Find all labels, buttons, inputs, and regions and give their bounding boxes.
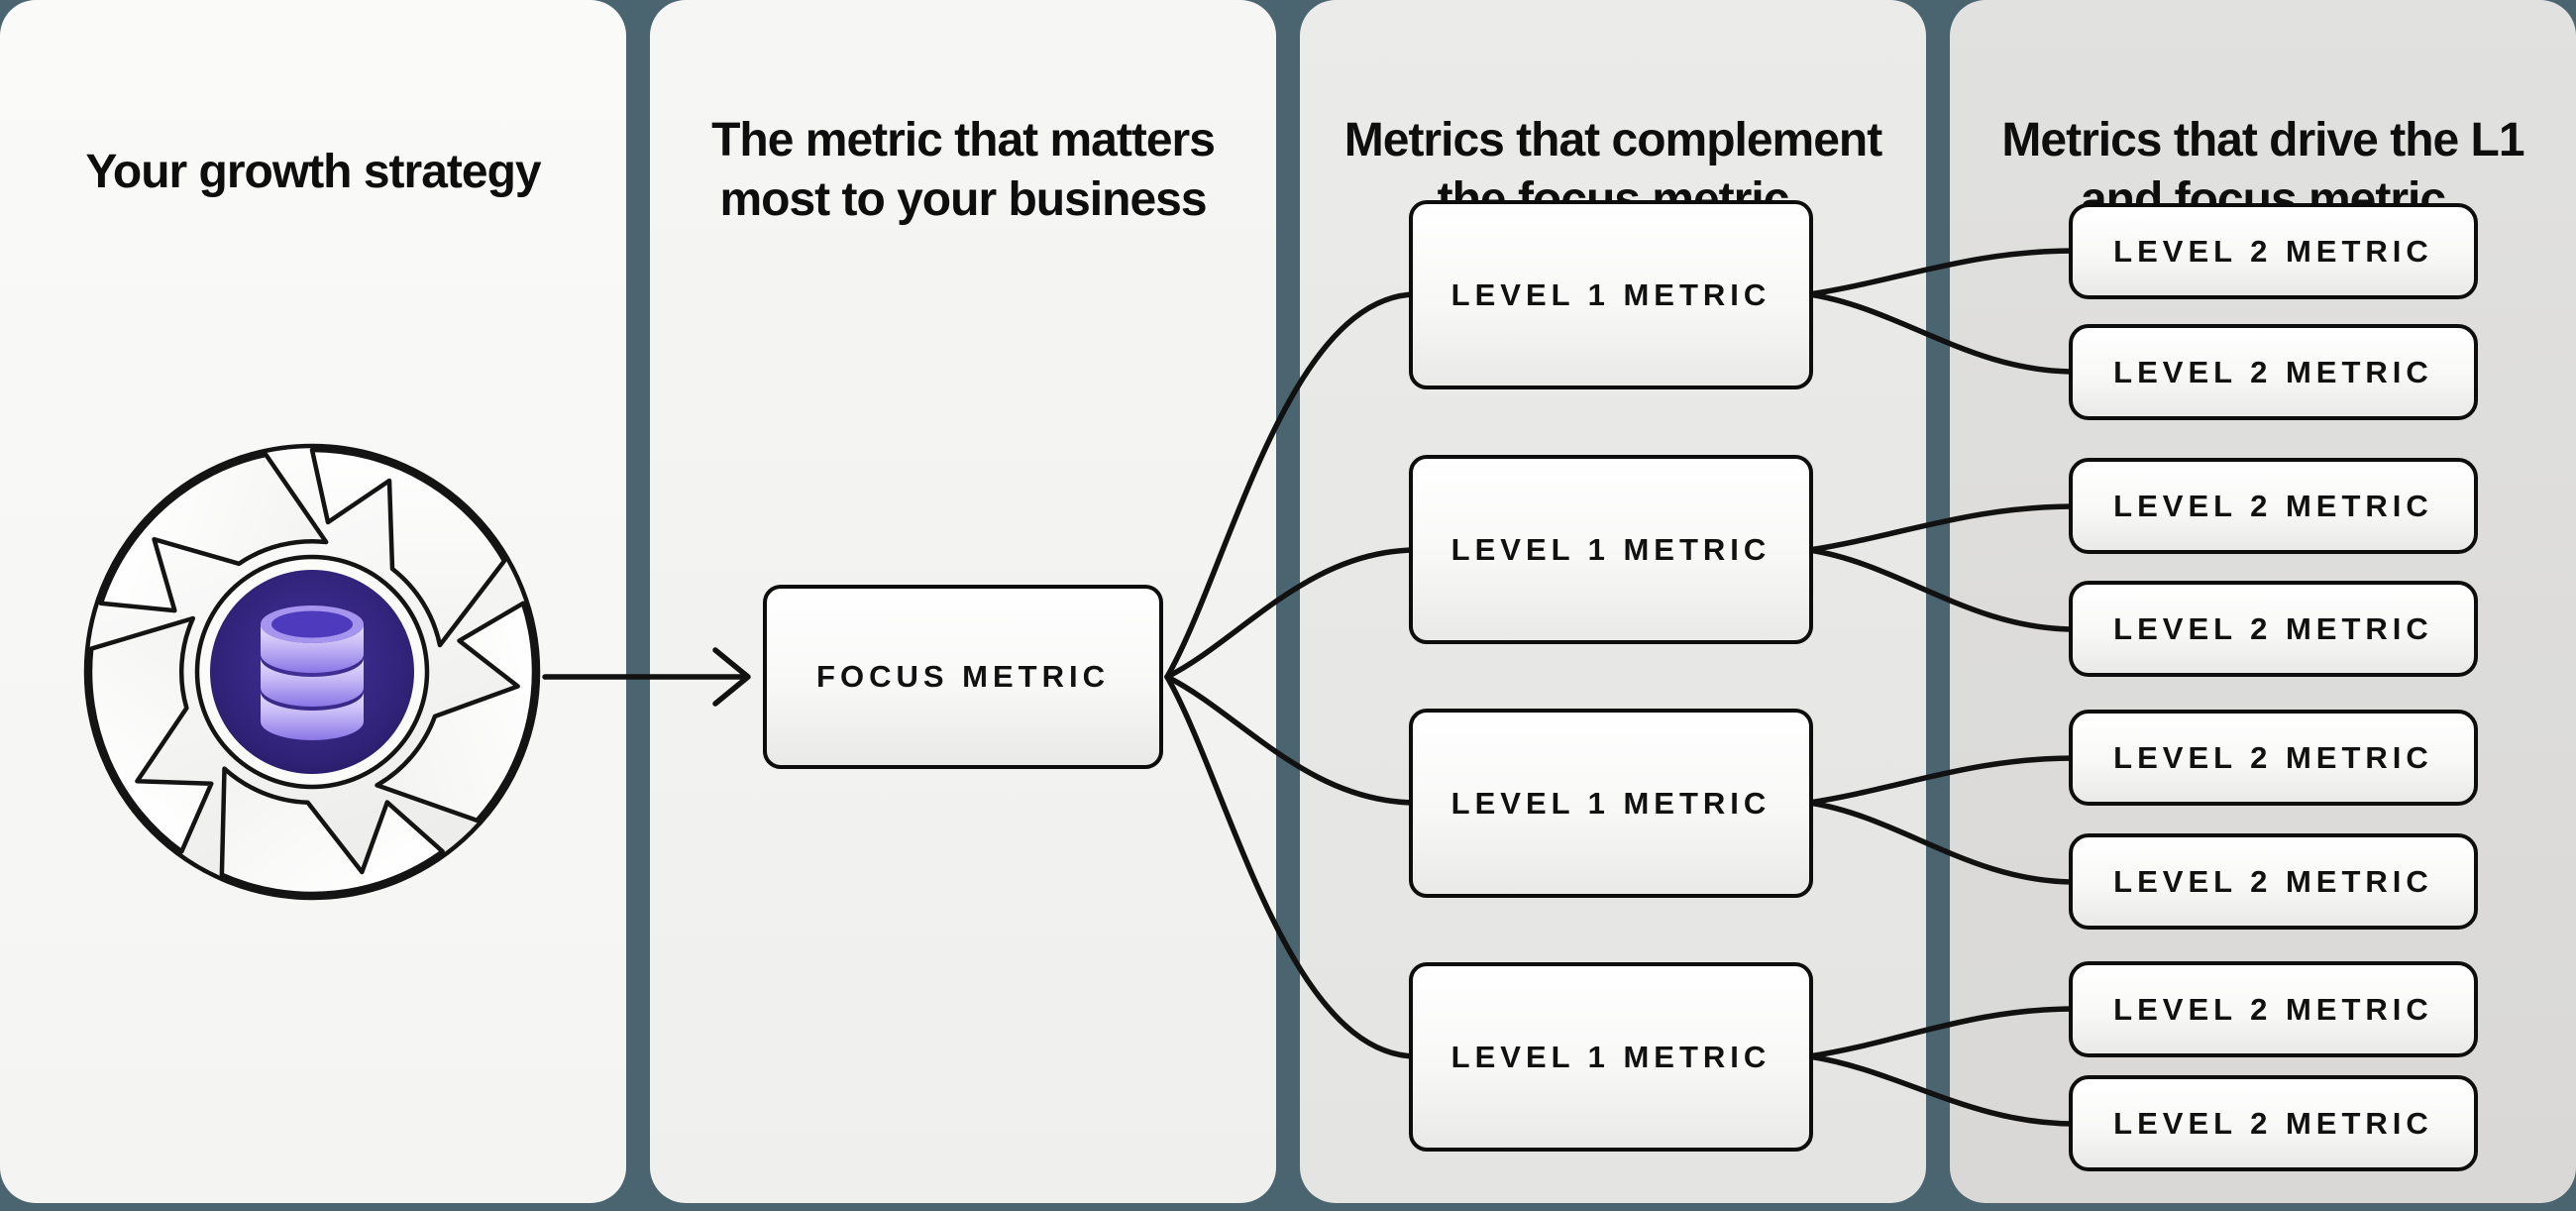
- panel-title-line: The metric that matters: [711, 113, 1216, 166]
- level2-metric-node: LEVEL 2 METRIC: [2069, 833, 2478, 930]
- aperture-blade-icon: [98, 452, 329, 613]
- aperture-blade-icon: [309, 447, 507, 648]
- level1-metric-label: LEVEL 1 METRIC: [1450, 1039, 1771, 1074]
- panel-title: The metric that matters most to your bus…: [650, 111, 1276, 230]
- level2-metric-label: LEVEL 2 METRIC: [2113, 610, 2433, 646]
- level2-metric-node: LEVEL 2 METRIC: [2069, 710, 2478, 806]
- level1-metric-node: LEVEL 1 METRIC: [1409, 200, 1813, 389]
- panel-title-line: most to your business: [719, 172, 1207, 226]
- level2-metric-node: LEVEL 2 METRIC: [2069, 1075, 2478, 1171]
- aperture-blade-icon: [219, 766, 445, 897]
- database-icon: [261, 606, 364, 740]
- level2-metric-node: LEVEL 2 METRIC: [2069, 961, 2478, 1057]
- focus-metric-node: FOCUS METRIC: [763, 585, 1163, 769]
- level2-metric-label: LEVEL 2 METRIC: [2113, 233, 2433, 269]
- level1-metric-node: LEVEL 1 METRIC: [1409, 709, 1813, 898]
- level2-metric-label: LEVEL 2 METRIC: [2113, 863, 2433, 899]
- panel-title-line: Metrics that complement: [1343, 113, 1882, 166]
- level1-metric-label: LEVEL 1 METRIC: [1450, 531, 1771, 567]
- level1-metric-label: LEVEL 1 METRIC: [1450, 276, 1771, 312]
- level2-metric-node: LEVEL 2 METRIC: [2069, 581, 2478, 677]
- level2-metric-label: LEVEL 2 METRIC: [2113, 739, 2433, 775]
- focus-metric-label: FOCUS METRIC: [816, 659, 1110, 694]
- level2-metric-label: LEVEL 2 METRIC: [2113, 1105, 2433, 1141]
- growth-loop-icon: [83, 443, 541, 901]
- level2-metric-node: LEVEL 2 METRIC: [2069, 458, 2478, 554]
- panel-title: Your growth strategy: [0, 143, 626, 202]
- level1-metric-node: LEVEL 1 METRIC: [1409, 455, 1813, 644]
- panel-title-line: Your growth strategy: [85, 145, 541, 198]
- level2-metric-label: LEVEL 2 METRIC: [2113, 354, 2433, 389]
- aperture-blade-icon: [87, 615, 214, 854]
- panel-title-line: Metrics that drive the L1: [2001, 113, 2524, 166]
- level1-metric-label: LEVEL 1 METRIC: [1450, 785, 1771, 821]
- level2-metric-label: LEVEL 2 METRIC: [2113, 488, 2433, 523]
- level1-metric-node: LEVEL 1 METRIC: [1409, 962, 1813, 1152]
- level2-metric-node: LEVEL 2 METRIC: [2069, 203, 2478, 299]
- panel-title: Metrics that drive the L1 and focus metr…: [1950, 111, 2576, 230]
- aperture-blade-icon: [375, 601, 537, 824]
- level2-metric-label: LEVEL 2 METRIC: [2113, 991, 2433, 1027]
- level2-metric-node: LEVEL 2 METRIC: [2069, 324, 2478, 420]
